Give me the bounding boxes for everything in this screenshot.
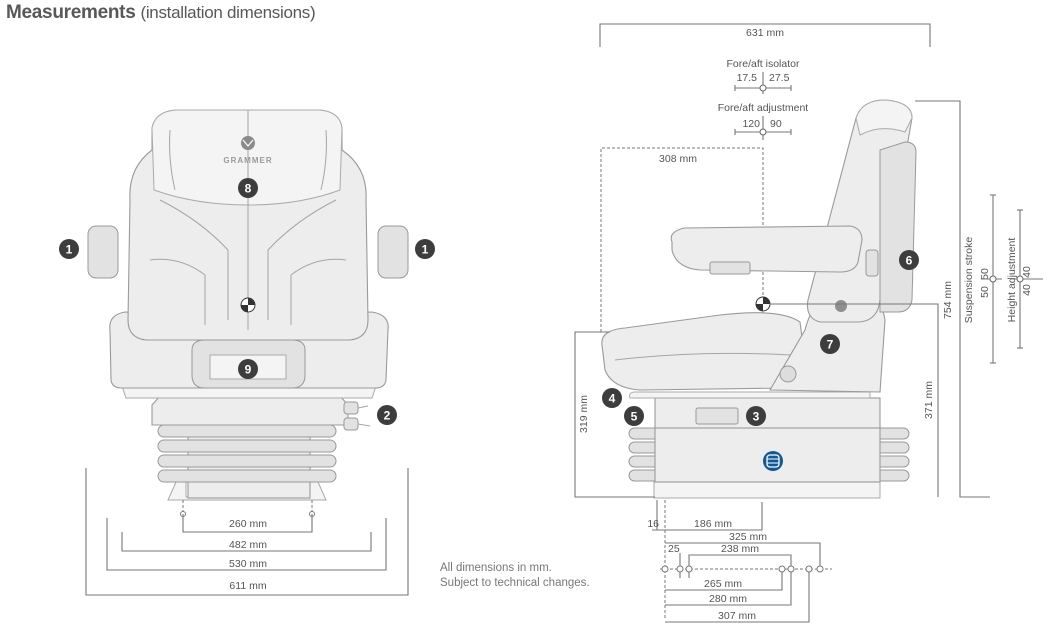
dim-308: 308 mm [659, 153, 697, 165]
front-valve [343, 401, 371, 431]
suspension-stroke-label: Suspension stroke [963, 237, 975, 324]
side-cushion-seam [614, 352, 791, 361]
dim-631: 631 mm [746, 27, 784, 39]
suspension-stroke-down: 50 [979, 286, 991, 298]
front-dimension-lines [85, 468, 409, 596]
dim-325: 325 mm [729, 531, 767, 543]
front-right-armrest [377, 225, 409, 279]
dim-530: 530 mm [229, 558, 267, 570]
side-view-seat [601, 99, 917, 499]
front-view-seat: GRAMMER [87, 109, 409, 501]
title-bold: Measurements [6, 2, 136, 23]
fore-aft-isolator-left: 17.5 [737, 72, 758, 84]
dim-265: 265 mm [704, 578, 742, 590]
side-headrest [855, 99, 913, 136]
footnote-line-1: All dimensions in mm. [440, 562, 552, 574]
logo-text: GRAMMER [223, 156, 272, 165]
svg-text:4: 4 [609, 392, 616, 406]
dim-319-line [574, 331, 655, 498]
front-badge-1-right: 1 [415, 239, 435, 259]
fore-aft-isolator-label: Fore/aft isolator [727, 58, 800, 70]
front-badge-2: 2 [377, 405, 397, 425]
front-badge-9: 9 [238, 359, 258, 379]
dim-16: 16 [647, 518, 659, 530]
fore-aft-adjustment-label: Fore/aft adjustment [718, 102, 809, 114]
side-backrest-shell [879, 141, 917, 313]
dim-371: 371 mm [923, 381, 935, 419]
side-handle [695, 407, 739, 425]
footnote-line-2: Subject to technical changes. [440, 577, 590, 589]
dim-371-line [770, 303, 939, 497]
fore-aft-isolator-right: 27.5 [769, 72, 790, 84]
height-adjustment-up: 40 [1021, 266, 1033, 278]
side-knob [779, 365, 797, 383]
dim-25: 25 [668, 543, 680, 555]
side-badge-7: 7 [820, 334, 840, 354]
height-adjustment-scale [1010, 209, 1043, 349]
front-headrest [151, 109, 343, 206]
svg-text:9: 9 [245, 363, 252, 377]
fore-aft-adjustment-right: 90 [770, 118, 782, 130]
suspension-stroke-up: 50 [979, 268, 991, 280]
dim-319: 319 mm [578, 395, 590, 433]
dim-280: 280 mm [709, 593, 747, 605]
title-subtitle: (installation dimensions) [140, 3, 316, 22]
height-adjustment-down: 40 [1021, 284, 1033, 296]
svg-text:6: 6 [906, 254, 913, 268]
side-badge-5: 5 [624, 406, 644, 426]
side-lumbar-knob [865, 249, 879, 277]
height-adjustment-label: Height adjustment [1006, 238, 1018, 323]
side-badge-3: 3 [746, 406, 766, 426]
side-cushion [601, 312, 806, 391]
front-badge-1-left: 1 [59, 239, 79, 259]
grammer-logo: GRAMMER [223, 136, 272, 165]
side-bottom-dimension-lines [652, 500, 832, 623]
svg-text:3: 3 [753, 410, 760, 424]
svg-text:7: 7 [827, 338, 834, 352]
dim-260: 260 mm [229, 518, 267, 530]
dim-631-line [599, 23, 931, 47]
side-base [653, 479, 881, 499]
footnote: All dimensions in mm. Subject to technic… [440, 561, 590, 591]
dim-611: 611 mm [229, 580, 266, 592]
dim-482: 482 mm [229, 539, 267, 551]
svg-text:1: 1 [66, 243, 73, 257]
fore-aft-adjustment-left: 120 [742, 118, 760, 130]
front-left-armrest [87, 225, 119, 279]
dim-307: 307 mm [718, 610, 756, 622]
front-badge-8: 8 [238, 178, 258, 198]
dim-186: 186 mm [694, 518, 732, 530]
side-badge-4: 4 [602, 388, 622, 408]
svg-text:2: 2 [384, 409, 391, 423]
front-suspension-top [151, 395, 349, 426]
page-title: Measurements (installation dimensions) [6, 2, 316, 24]
side-armrest-latch [709, 261, 751, 275]
side-armrest [670, 225, 863, 273]
side-badge-6: 6 [899, 250, 919, 270]
air-suspension-icon [763, 451, 783, 471]
side-slide-rail [629, 391, 871, 399]
dim-754: 754 mm [942, 281, 954, 319]
fore-aft-isolator-scale [734, 72, 792, 94]
suspension-stroke-scale [981, 194, 1002, 364]
front-sip-marker [240, 297, 256, 313]
svg-text:5: 5 [631, 410, 638, 424]
fore-aft-adjustment-scale [734, 116, 792, 140]
side-logo [835, 300, 847, 312]
dim-754-line [915, 100, 990, 498]
svg-text:8: 8 [245, 182, 252, 196]
side-suspension-top [654, 397, 881, 429]
dim-238: 238 mm [721, 543, 759, 555]
side-sip-marker [755, 296, 771, 312]
svg-text:1: 1 [422, 243, 429, 257]
